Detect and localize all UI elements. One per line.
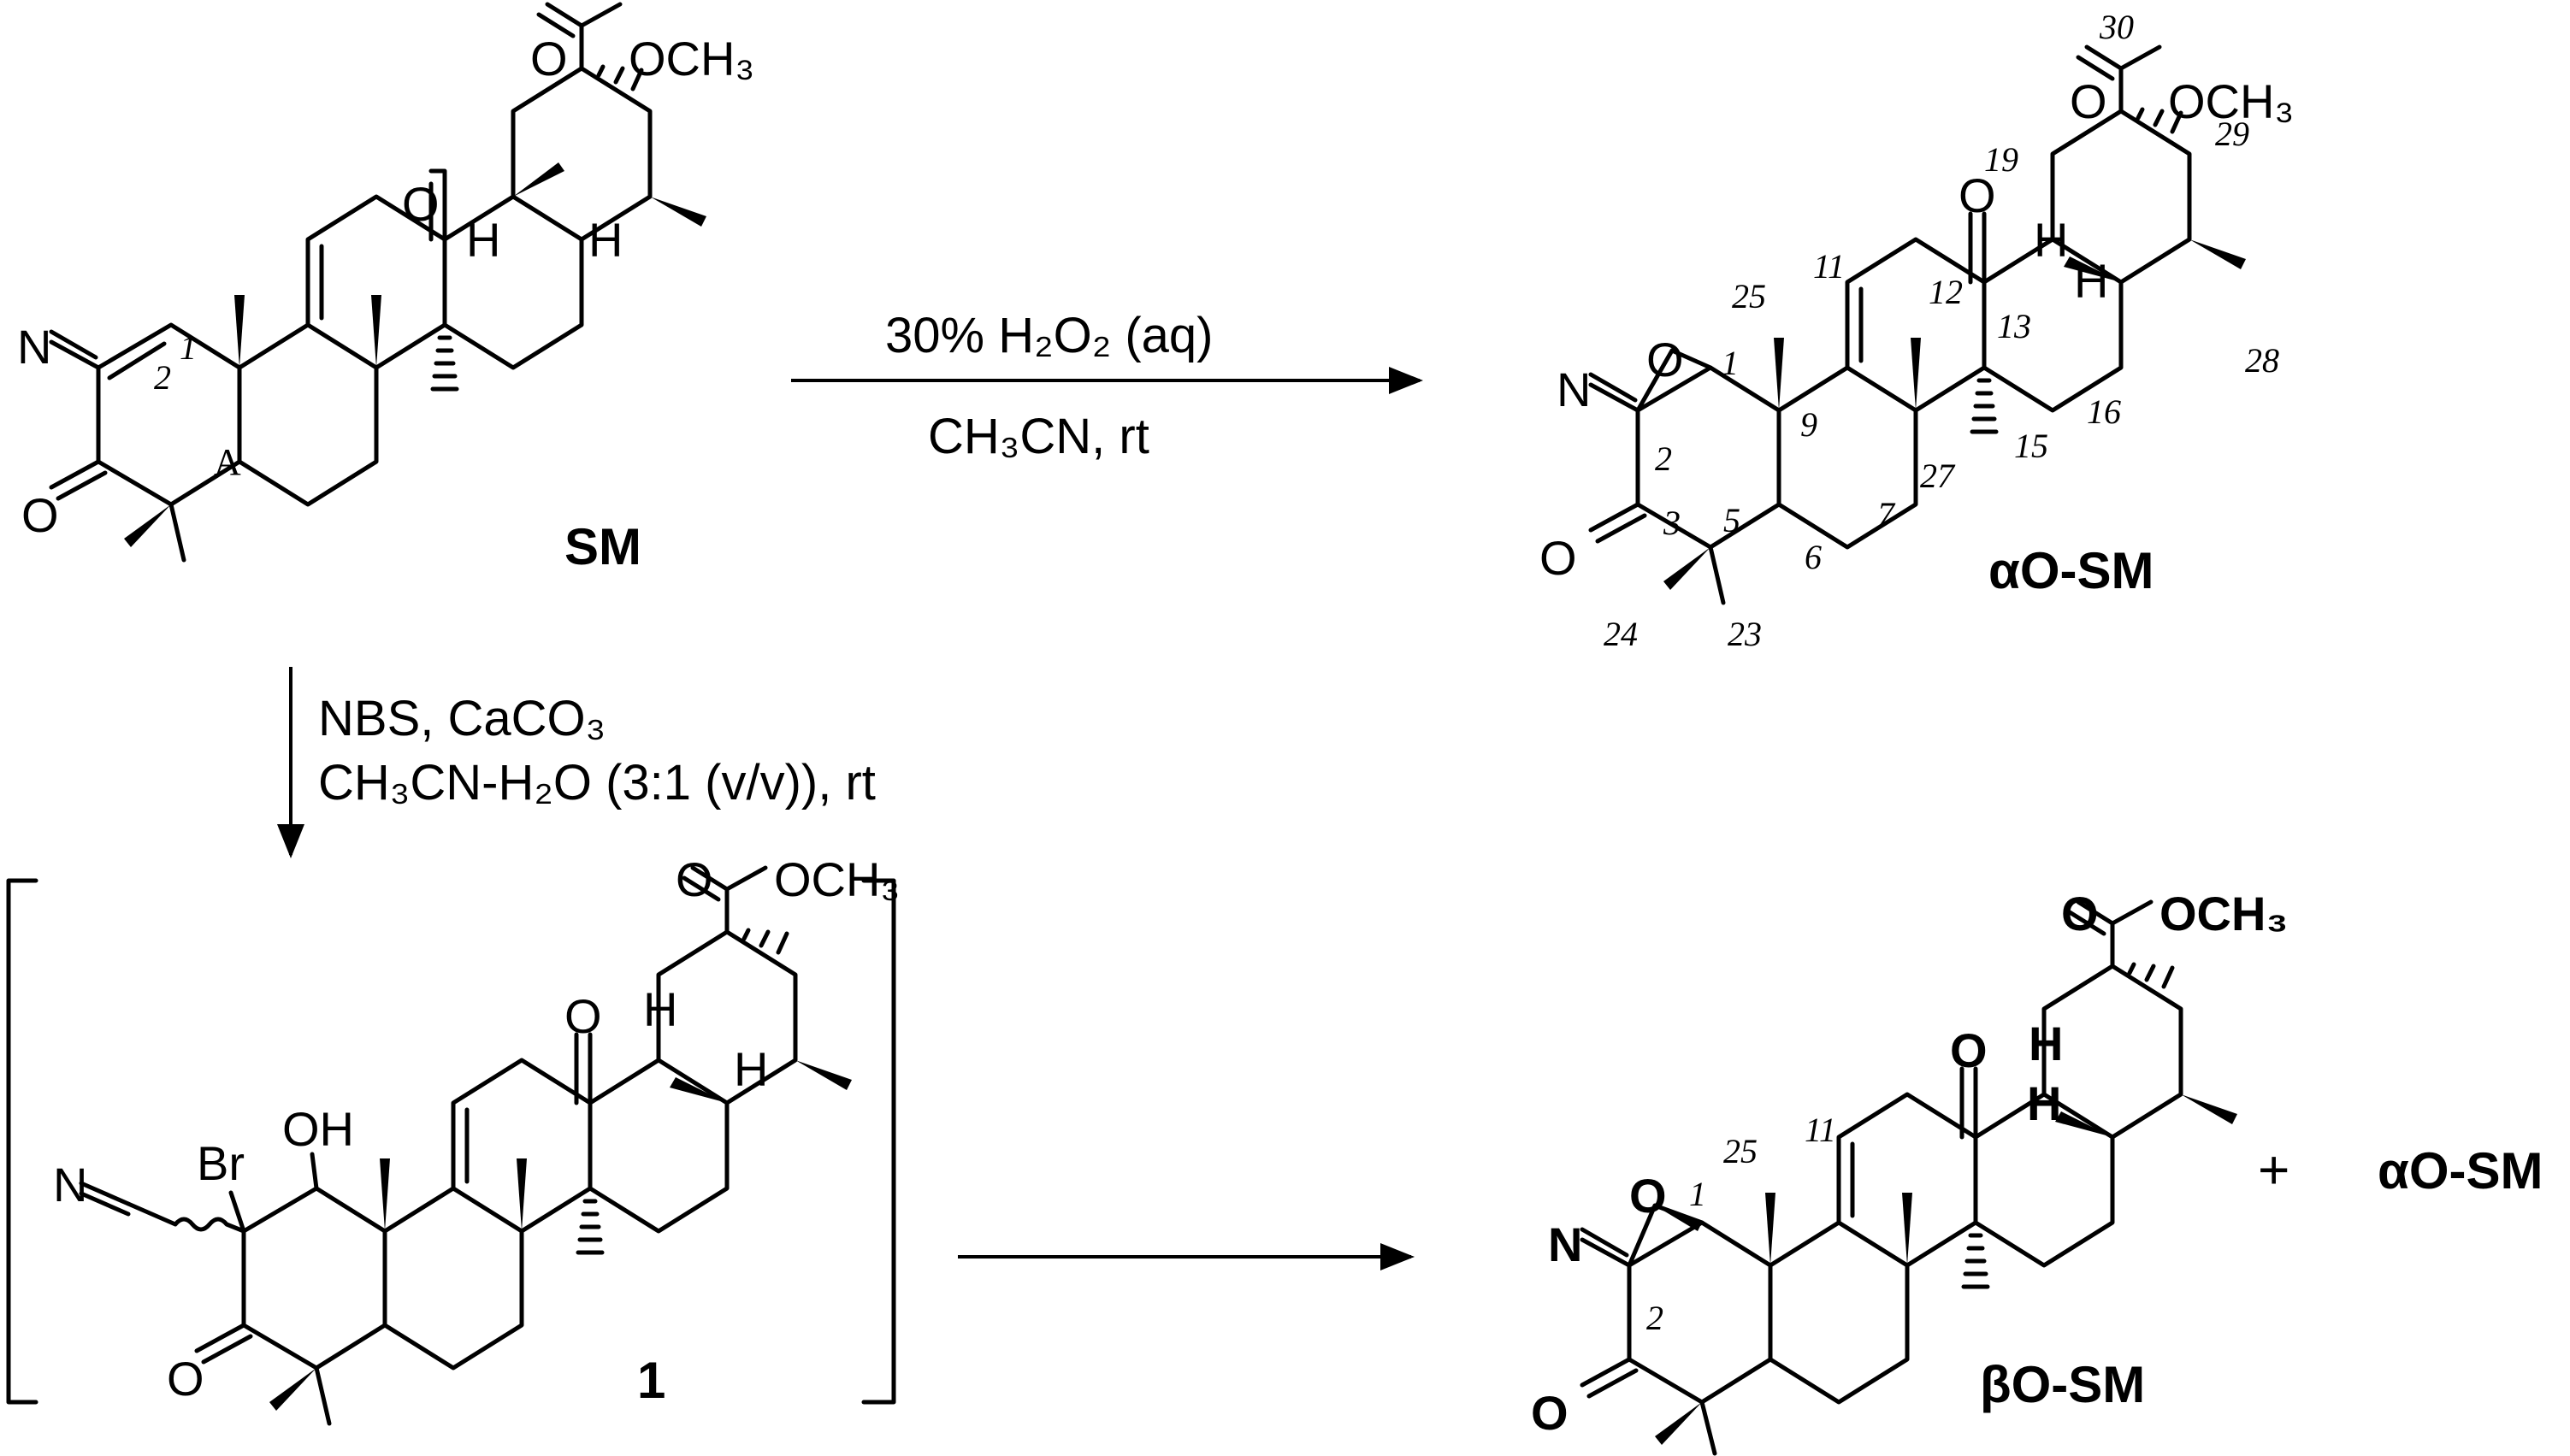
bromo-c3-oxo: O	[167, 1352, 204, 1406]
beta-c3-oxo: O	[1531, 1386, 1569, 1440]
sm-h18: H	[588, 213, 623, 267]
bromo-br: Br	[197, 1136, 245, 1190]
sm-pos-1: 1	[180, 328, 197, 367]
bromo-oh: OH	[282, 1102, 354, 1156]
alpha-pos-28: 28	[2245, 341, 2279, 380]
sm-c12-oxo: O	[402, 177, 440, 231]
coproduct-label: αO-SM	[2378, 1142, 2543, 1200]
compound-beta: N O O O H H O OCH₃ 1 2 11 25 βO-SM	[1531, 887, 2288, 1456]
alpha-pos-16: 16	[2087, 392, 2121, 431]
alpha-pos-24: 24	[1604, 615, 1638, 653]
beta-h13: H	[2029, 1017, 2063, 1070]
bromo-h18: H	[734, 1042, 768, 1096]
compound-bromo: N Br OH O O H H O OCH₃ 1	[53, 852, 900, 1426]
beta-c12-oxo: O	[1950, 1023, 1988, 1077]
alpha-ester-och3: OCH₃	[2168, 74, 2294, 128]
alpha-pos-23: 23	[1728, 615, 1762, 653]
alpha-pos-5: 5	[1723, 501, 1740, 539]
epoxidation-reagent: 30% H₂O₂ (aq)	[885, 308, 1214, 363]
alpha-epoxide-o: O	[1646, 333, 1684, 386]
alpha-pos-30: 30	[2099, 8, 2134, 46]
alpha-pos-6: 6	[1805, 538, 1822, 576]
bromination-reagent: NBS, CaCO₃	[318, 691, 606, 746]
alpha-pos-13: 13	[1997, 307, 2031, 345]
alpha-pos-25: 25	[1732, 277, 1766, 315]
bromo-h13: H	[643, 982, 677, 1036]
alpha-pos-7: 7	[1877, 495, 1896, 533]
beta-label: βO-SM	[1980, 1356, 2145, 1413]
alpha-c12-oxo: O	[1959, 168, 1996, 222]
sm-nitrile-n: N	[17, 320, 51, 374]
alpha-pos-19: 19	[1984, 140, 2018, 179]
alpha-c3-oxo: O	[1539, 531, 1577, 585]
alpha-pos-2: 2	[1655, 439, 1672, 478]
alpha-pos-11: 11	[1813, 247, 1845, 286]
sm-label: SM	[564, 518, 641, 575]
alpha-h13: H	[2074, 254, 2108, 308]
beta-pos-2: 2	[1646, 1299, 1663, 1337]
sm-h13: H	[466, 213, 500, 267]
bromo-c12-oxo: O	[564, 989, 602, 1043]
beta-pos-1: 1	[1689, 1175, 1706, 1213]
beta-ester-o: O	[2061, 887, 2099, 940]
sm-pos-2: 2	[154, 358, 171, 397]
alpha-pos-27: 27	[1920, 457, 1956, 495]
alpha-nitrile-n: N	[1557, 363, 1591, 416]
alpha-pos-29: 29	[2215, 115, 2249, 153]
compound-alpha: N O O O H H O OCH₃ 1 2 3 5 6 7 9 11 12 1…	[1539, 8, 2294, 653]
beta-pos-11: 11	[1805, 1111, 1836, 1149]
alpha-pos-3: 3	[1663, 504, 1681, 542]
alpha-ester-o: O	[2070, 74, 2107, 128]
sm-ester-och3: OCH₃	[629, 32, 754, 85]
beta-h18: H	[2027, 1076, 2061, 1130]
bromination-solvent: CH₃CN-H₂O (3:1 (v/v)), rt	[318, 755, 876, 811]
alpha-pos-1: 1	[1722, 344, 1739, 382]
bromo-nitrile-n: N	[53, 1158, 87, 1211]
beta-pos-25: 25	[1723, 1132, 1758, 1170]
beta-nitrile-n: N	[1548, 1217, 1582, 1271]
alpha-pos-12: 12	[1929, 273, 1963, 311]
alpha-label: αO-SM	[1988, 542, 2154, 599]
bracket-right	[861, 878, 896, 1405]
bromo-label: 1	[637, 1352, 665, 1409]
sm-ring-a-label: A	[214, 441, 241, 483]
epoxidation-solvent: CH₃CN, rt	[928, 409, 1149, 464]
alpha-h18: H	[2034, 213, 2068, 267]
bromo-ester-o: O	[676, 852, 713, 906]
bracket-left	[6, 878, 38, 1405]
alpha-pos-9: 9	[1800, 405, 1817, 444]
compound-sm: N O O H H O OCH₃ A 1 2 SM	[17, 2, 754, 575]
alpha-pos-15: 15	[2014, 427, 2048, 465]
beta-ester-och3: OCH₃	[2159, 887, 2288, 940]
plus-sign: +	[2258, 1139, 2289, 1200]
sm-ester-o: O	[530, 32, 568, 85]
beta-epoxide-o: O	[1629, 1169, 1667, 1223]
bromo-ester-och3: OCH₃	[774, 852, 900, 906]
sm-c3-oxo: O	[21, 488, 59, 542]
